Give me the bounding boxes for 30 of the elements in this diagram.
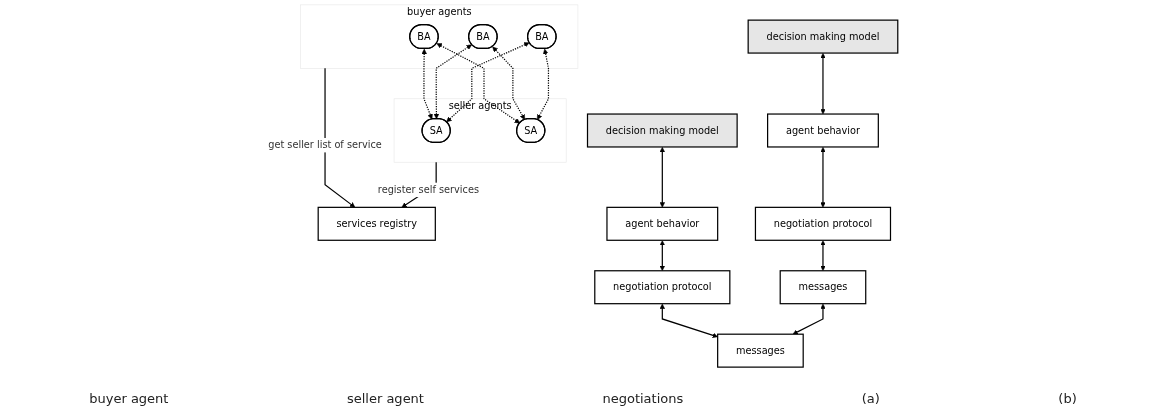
arrow (492, 46, 525, 120)
edge-label: register self services (377, 183, 479, 196)
node-box: agent behavior (767, 113, 879, 148)
arrow (820, 240, 826, 271)
node-box: messages (779, 270, 867, 305)
node-box: negotiation protocol (594, 270, 731, 305)
arrow (537, 48, 550, 120)
arrow (433, 44, 472, 120)
caption-text: negotiations (602, 391, 684, 406)
arrow (820, 53, 826, 115)
node-box: services registry (317, 206, 436, 241)
arrow (659, 240, 665, 271)
edge-label: get seller list of service (268, 139, 382, 151)
node-box: agent behavior (606, 206, 719, 241)
arrow (324, 67, 356, 208)
node-box: decision making model (586, 113, 738, 148)
caption-text: buyer agent (89, 391, 169, 406)
arrow (820, 146, 826, 208)
arrow (659, 146, 665, 208)
node-box: messages (717, 333, 804, 368)
node-box: decision making model (747, 19, 899, 54)
caption-text: (a) (861, 391, 880, 406)
arrow (436, 43, 520, 124)
caption-text: (b) (1058, 391, 1077, 406)
arrow (446, 42, 530, 123)
arrow (659, 303, 718, 338)
arrow (421, 48, 433, 120)
node-box: negotiation protocol (754, 206, 892, 241)
arrow (792, 303, 826, 335)
caption-text: seller agent (346, 391, 424, 406)
